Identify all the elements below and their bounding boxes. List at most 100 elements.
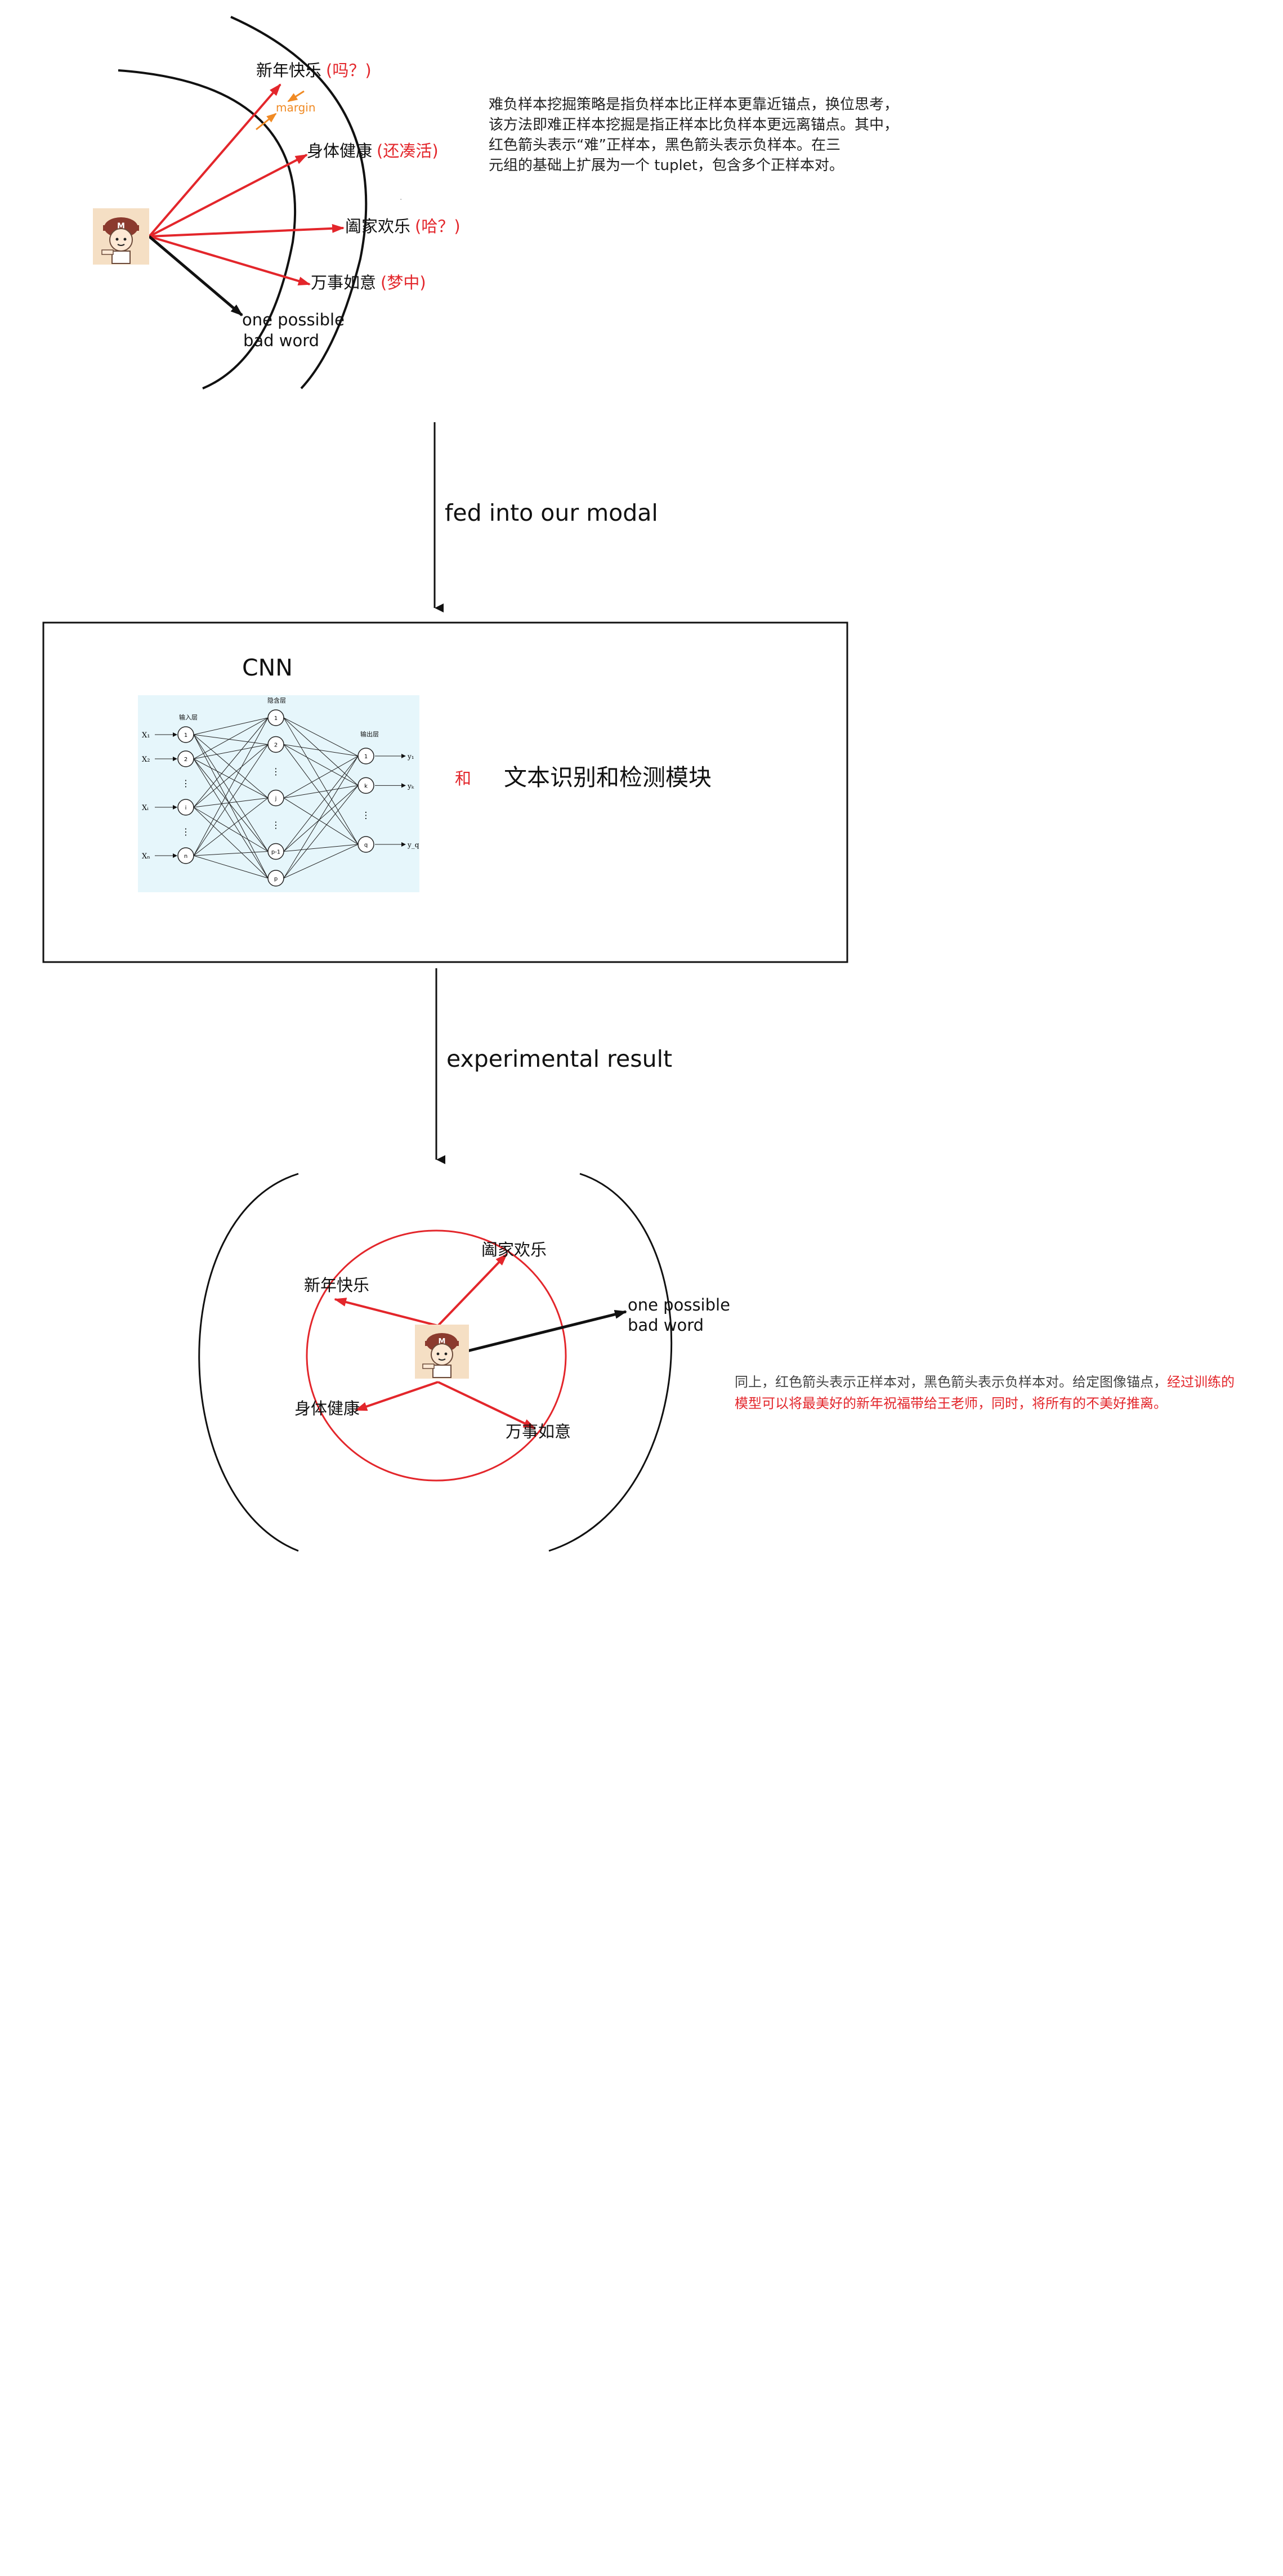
positive-circle xyxy=(306,1229,567,1482)
top-bad-word-line2: bad word xyxy=(243,331,319,350)
arrow-to-hejia-bottom xyxy=(437,1253,508,1327)
nn-input-node xyxy=(177,750,194,767)
nn-input-label: Xₙ xyxy=(142,852,150,861)
nn-input-label: Xᵢ xyxy=(142,804,149,812)
nn-edge xyxy=(193,758,269,879)
outer-right-arc xyxy=(548,1173,673,1552)
nn-edge xyxy=(283,785,359,852)
nn-hidden-node xyxy=(267,843,284,860)
arrow-to-hejia xyxy=(149,223,345,238)
nn-edge xyxy=(193,734,269,879)
nn-edge xyxy=(193,851,269,856)
outer-arc xyxy=(230,16,368,390)
inner-arc xyxy=(118,69,296,390)
anchor-avatar-top: M xyxy=(93,208,149,265)
nn-edge xyxy=(193,807,269,879)
margin-label: margin xyxy=(276,101,316,114)
nn-edge xyxy=(193,717,269,808)
top-description-line: 元组的基础上扩展为一个 tuplet，包含多个正样本对。 xyxy=(489,157,844,174)
nn-edge xyxy=(283,755,359,879)
nn-hidden-node xyxy=(267,736,284,753)
nn-input-node xyxy=(177,847,194,864)
nn-edge xyxy=(193,758,269,798)
nn-edge xyxy=(193,717,269,856)
nn-hidden-node-ellipsis: ⋮ xyxy=(271,820,280,830)
arrow-to-shenti-bottom xyxy=(355,1381,439,1411)
nn-input-title: 输入层 xyxy=(179,713,198,721)
nn-input-node-ellipsis: ⋮ xyxy=(181,778,190,789)
nn-edge xyxy=(283,785,359,798)
nn-connections xyxy=(155,717,406,879)
nn-edge xyxy=(193,717,269,759)
nn-edge xyxy=(193,744,269,856)
top-word-1: 新年快乐(吗？) xyxy=(256,61,372,80)
nn-edge xyxy=(283,744,359,786)
bottom-description-line-2: 模型可以将最美好的新年祝福带给王老师，同时，将所有的不美好推离。 xyxy=(735,1396,1167,1411)
nn-hidden-node-label: 1 xyxy=(274,715,278,722)
stray-mark: . xyxy=(400,193,402,202)
nn-edge xyxy=(193,734,269,745)
and-label: 和 xyxy=(455,769,471,788)
nn-hidden-node-label: j xyxy=(275,796,277,802)
nn-hidden-node xyxy=(267,789,284,807)
nn-output-label: y_q xyxy=(407,841,419,849)
nn-edge xyxy=(193,798,269,856)
bottom-bad-word-line2: bad word xyxy=(628,1316,704,1335)
nn-output-node-ellipsis: ⋮ xyxy=(361,810,370,821)
nn-edge xyxy=(283,844,359,879)
nn-edge xyxy=(193,734,269,798)
outer-left-arc xyxy=(198,1173,299,1552)
flow-label-1: fed into our modal xyxy=(445,499,658,526)
arrow-to-bad-word-bottom xyxy=(467,1310,627,1353)
arrow-to-wanshi xyxy=(149,235,311,285)
nn-edge xyxy=(283,844,359,852)
bottom-description-line-1: 同上，红色箭头表示正样本对，黑色箭头表示负样本对。给定图像锚点，经过训练的 xyxy=(735,1371,1275,1393)
nn-edge xyxy=(193,855,269,879)
bottom-diagram: M 阖家欢乐 新年快乐 身体健康 万事如意 one possible bad w… xyxy=(198,1173,730,1552)
bottom-word-wanshi: 万事如意 xyxy=(506,1422,571,1441)
top-description-line: 红色箭头表示“难”正样本，黑色箭头表示负样本。在三 xyxy=(489,137,841,154)
nn-output-node xyxy=(357,777,374,794)
nn-edge xyxy=(283,755,359,798)
nn-edge xyxy=(193,734,269,852)
bottom-description: 同上，红色箭头表示正样本对，黑色箭头表示负样本对。给定图像锚点，经过训练的 模型… xyxy=(735,1371,1275,1414)
nn-output-title: 输出层 xyxy=(360,730,379,738)
top-description-line: 难负样本挖掘策略是指负样本比正样本更靠近锚点，换位思考， xyxy=(489,96,899,113)
nn-output-node-label: k xyxy=(364,783,368,789)
bottom-word-shenti: 身体健康 xyxy=(294,1399,360,1418)
flow-label-2: experimental result xyxy=(446,1045,672,1072)
nn-input-node xyxy=(177,726,194,743)
neural-network-figure: 输入层 隐含层 输出层 X₁X₂XᵢXₙy₁yₖy_q12⋮i⋮n12⋮j⋮p-… xyxy=(138,695,419,892)
nn-input-node-label: 1 xyxy=(184,732,187,739)
arrow-to-xinnian xyxy=(148,83,281,238)
nn-hidden-node xyxy=(267,709,284,726)
nn-edge xyxy=(193,744,269,759)
nn-edge xyxy=(283,717,359,845)
bottom-word-hejia: 阖家欢乐 xyxy=(481,1240,547,1259)
nn-output-node-label: q xyxy=(364,842,368,848)
bottom-description-gray: 同上，红色箭头表示正样本对，黑色箭头表示负样本对。给定图像锚点， xyxy=(735,1374,1167,1390)
top-description: 难负样本挖掘策略是指负样本比正样本更靠近锚点，换位思考， 该方法即难正样本挖掘是… xyxy=(489,95,939,176)
top-bad-word-line1: one possible xyxy=(242,310,345,329)
nn-input-label: X₁ xyxy=(142,731,150,740)
top-diagram: M 新年快乐(吗？) 身体健康(还凑活) 阖家欢乐(哈？) 万事如意(梦中) m… xyxy=(93,16,461,390)
nn-edge xyxy=(283,798,359,845)
nn-output-label: yₖ xyxy=(407,782,414,790)
nn-edge xyxy=(283,717,359,757)
nn-hidden-node-label: p-1 xyxy=(271,849,280,856)
margin-arrow-up xyxy=(256,113,277,131)
top-word-4: 万事如意(梦中) xyxy=(311,273,426,292)
nn-hidden-node xyxy=(267,870,284,887)
nn-output-label: y₁ xyxy=(407,753,414,761)
top-word-3: 阖家欢乐(哈？) xyxy=(345,217,461,236)
cnn-label: CNN xyxy=(242,654,293,681)
arrow-to-bad-word xyxy=(148,235,243,316)
nn-input-node xyxy=(177,799,194,816)
nn-edge xyxy=(283,744,359,757)
nn-hidden-node-ellipsis: ⋮ xyxy=(271,766,280,777)
nn-edge xyxy=(283,785,359,879)
module-label: 文本识别和检测模块 xyxy=(504,764,712,791)
nn-edge xyxy=(193,798,269,808)
